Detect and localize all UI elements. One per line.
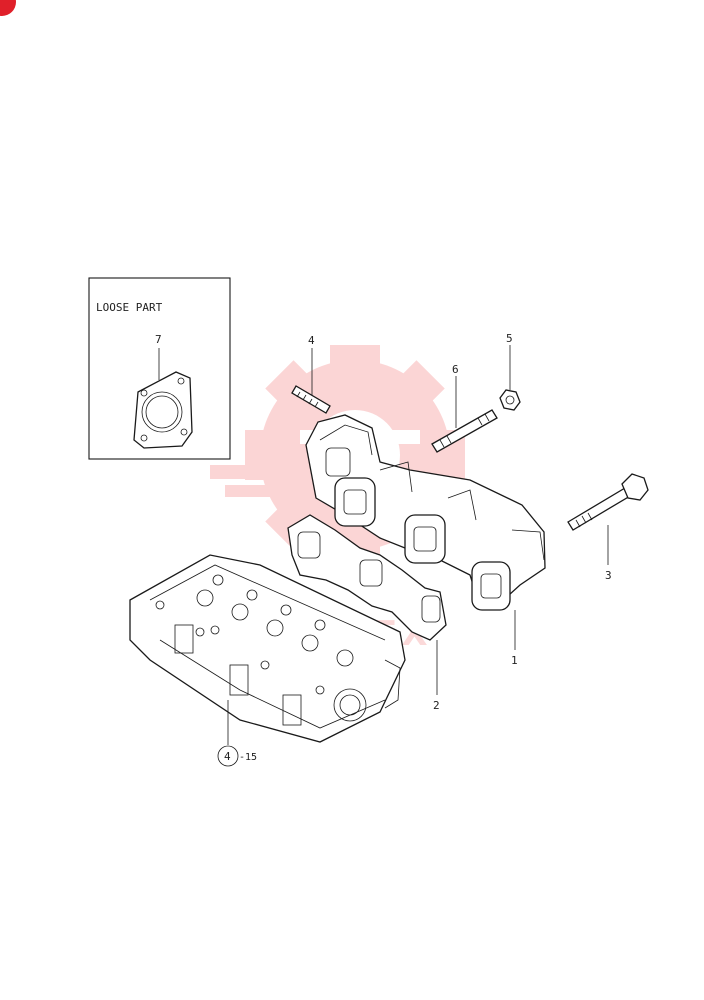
callout-3: 3 xyxy=(605,569,612,582)
callout-1: 1 xyxy=(511,654,518,667)
reference-suffix: -15 xyxy=(239,752,257,763)
callout-5: 5 xyxy=(506,332,513,345)
manifold-gasket-part xyxy=(287,514,447,641)
reference-circle xyxy=(217,745,239,767)
loose-part-label: LOOSE PART xyxy=(96,301,163,314)
bolt-part xyxy=(567,473,649,531)
nut-part xyxy=(499,389,521,411)
callout-4: 4 xyxy=(308,334,315,347)
loose-part-box: LOOSE PART 7 xyxy=(88,277,231,460)
corner-badge xyxy=(0,0,16,16)
loose-gasket-part xyxy=(133,371,193,449)
callout-6: 6 xyxy=(452,363,459,376)
cylinder-head-part xyxy=(129,554,406,743)
stud-left-part xyxy=(291,385,331,414)
exhaust-manifold-part xyxy=(305,414,546,611)
stud-right-part xyxy=(431,409,498,453)
reference-circled-number: 4 xyxy=(224,750,231,763)
callout-2: 2 xyxy=(433,699,440,712)
callout-7: 7 xyxy=(155,333,162,346)
